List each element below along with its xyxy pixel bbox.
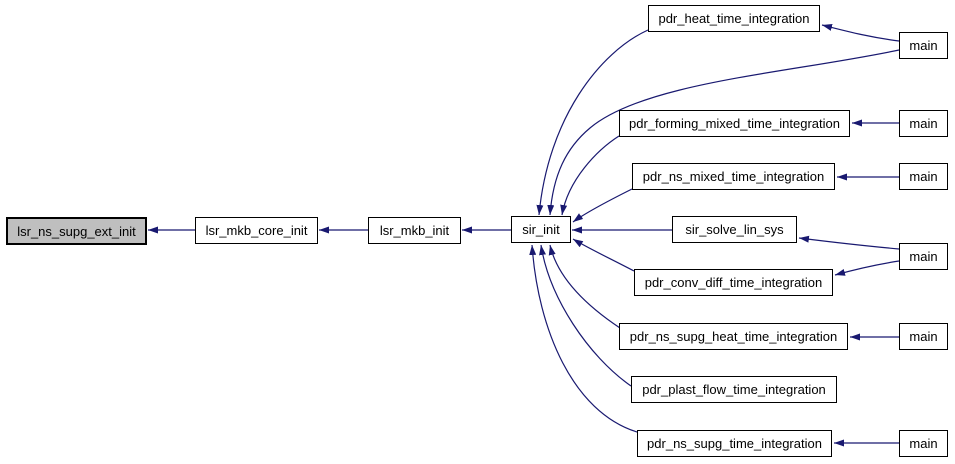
node-sir-solve-lin-sys[interactable]: sir_solve_lin_sys xyxy=(672,216,797,243)
node-pdr-ns-mixed-time-integration[interactable]: pdr_ns_mixed_time_integration xyxy=(632,163,835,190)
edge-pdr-conv-diff-time-integration-to-sir-init xyxy=(572,238,635,272)
node-pdr-plast-flow-time-integration[interactable]: pdr_plast_flow_time_integration xyxy=(631,376,837,403)
node-pdr-heat-time-integration[interactable]: pdr_heat_time_integration xyxy=(648,5,820,32)
edge-pdr-plast-flow-time-integration-to-sir-init xyxy=(539,244,632,387)
node-main-3[interactable]: main xyxy=(899,163,948,190)
node-pdr-forming-mixed-time-integration[interactable]: pdr_forming_mixed_time_integration xyxy=(619,110,850,137)
node-lsr-ns-supg-ext-init: lsr_ns_supg_ext_init xyxy=(6,217,147,245)
node-lsr-mkb-core-init[interactable]: lsr_mkb_core_init xyxy=(195,217,318,244)
edge-pdr-heat-time-integration-to-sir-init xyxy=(536,29,649,216)
node-sir-init[interactable]: sir_init xyxy=(511,216,571,243)
edge-main-4-to-sir-solve-lin-sys xyxy=(798,235,900,250)
edge-pdr-ns-mixed-time-integration-to-sir-init xyxy=(572,188,633,223)
edge-pdr-ns-supg-heat-time-integration-to-sir-init xyxy=(548,244,621,329)
node-main-5[interactable]: main xyxy=(899,323,948,350)
node-pdr-ns-supg-heat-time-integration[interactable]: pdr_ns_supg_heat_time_integration xyxy=(619,323,848,350)
node-pdr-conv-diff-time-integration[interactable]: pdr_conv_diff_time_integration xyxy=(634,269,833,296)
node-main-1[interactable]: main xyxy=(899,32,948,59)
edge-main-1-to-pdr-heat-time-integration xyxy=(821,24,900,42)
node-main-2[interactable]: main xyxy=(899,110,948,137)
edge-main-4-to-pdr-conv-diff-time-integration xyxy=(834,260,900,276)
edge-main-1-to-sir-init xyxy=(547,49,900,216)
edge-pdr-forming-mixed-time-integration-to-sir-init xyxy=(560,135,620,216)
node-main-4[interactable]: main xyxy=(899,243,948,270)
node-main-6[interactable]: main xyxy=(899,430,948,457)
edge-pdr-ns-supg-time-integration-to-sir-init xyxy=(529,244,638,433)
node-pdr-ns-supg-time-integration[interactable]: pdr_ns_supg_time_integration xyxy=(637,430,832,457)
node-lsr-mkb-init[interactable]: lsr_mkb_init xyxy=(368,217,461,244)
